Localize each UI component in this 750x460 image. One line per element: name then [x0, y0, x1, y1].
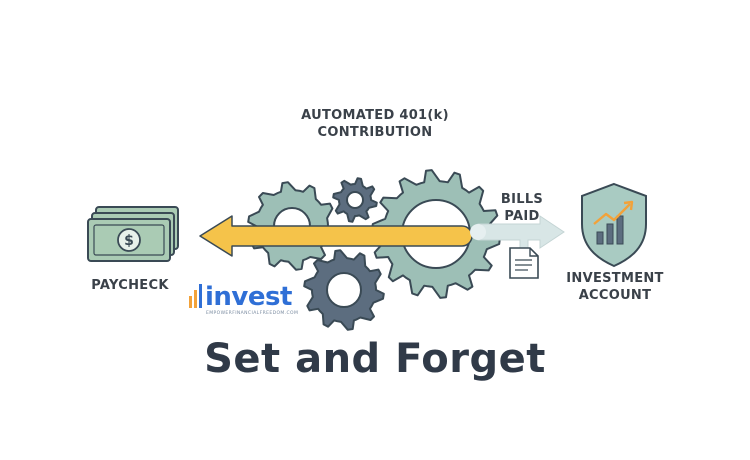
- logo-tagline: EMPOWERFINANCIALFREEDOM.COM: [206, 311, 299, 316]
- shield-chart-icon: [581, 182, 647, 268]
- logo-wordmark: invest: [205, 282, 292, 312]
- dollar-bill-icon: $: [87, 206, 179, 262]
- gear-bottom-icon: [303, 249, 385, 331]
- svg-text:$: $: [124, 233, 134, 249]
- bills-paid-label: BILLS PAID: [500, 192, 544, 224]
- investment-account-label: INVESTMENT ACCOUNT: [566, 271, 664, 303]
- diagram-title: AUTOMATED 401(k) CONTRIBUTION: [301, 108, 449, 140]
- logo-mark-icon: [189, 284, 202, 308]
- bills-arrow: [470, 215, 565, 253]
- contribution-arrow: [199, 215, 473, 257]
- caption-set-and-forget: Set and Forget: [204, 336, 546, 382]
- paycheck-label: PAYCHECK: [91, 278, 169, 293]
- document-icon: [509, 247, 539, 279]
- gear-small-icon: [332, 177, 378, 223]
